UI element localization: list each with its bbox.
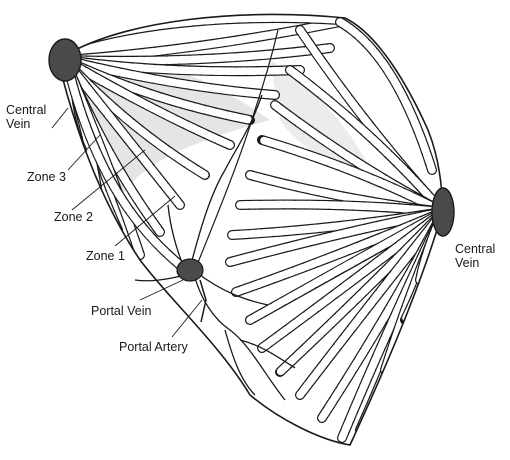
label-zone-2: Zone 2 [54,210,93,224]
label-portal-vein: Portal Vein [91,304,151,318]
hepatocyte-plates [65,18,443,438]
label-zone-1: Zone 1 [86,249,125,263]
portal-vein-vessel [177,259,203,281]
label-central-vein-left: Central Vein [6,103,46,131]
central-vein-right [432,188,454,236]
label-zone-3: Zone 3 [27,170,66,184]
central-vein-left [49,39,81,81]
hepatocyte-cells [240,204,443,212]
label-central-vein-right: Central Vein [455,242,495,270]
label-portal-artery: Portal Artery [119,340,188,354]
